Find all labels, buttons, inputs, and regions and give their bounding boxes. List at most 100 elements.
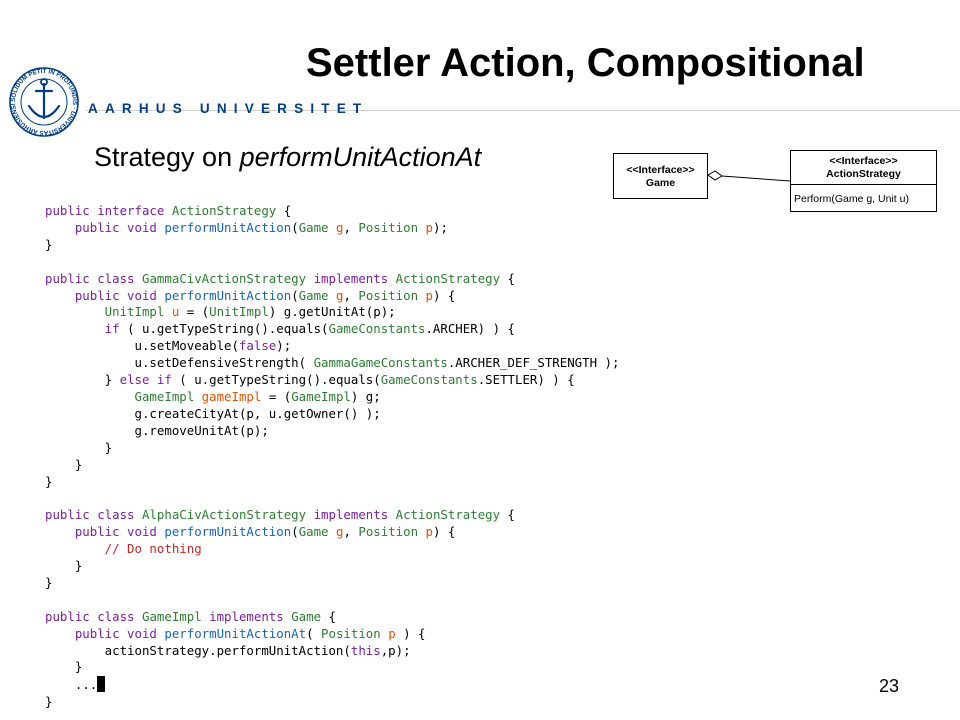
code-token: performUnitAction <box>164 524 292 540</box>
code-token: ActionStrategy <box>395 507 501 523</box>
code-token: g <box>335 219 344 235</box>
code-token: ... <box>45 677 98 693</box>
code-token: ( u.getTypeString().equals( <box>171 372 381 388</box>
uml-class-action-strategy: <<Interface>> ActionStrategy Perform(Gam… <box>790 150 937 212</box>
university-seal-icon: SOLIDUM PETIT IN PROFUNDIS · UNIVERSITAS… <box>8 66 79 137</box>
code-line: public void performUnitAction(Game g, Po… <box>45 524 456 540</box>
code-token: .SETTLER) ) { <box>477 372 575 388</box>
code-token: ActionStrategy <box>171 203 277 218</box>
code-token: public void <box>45 524 165 540</box>
slide-subtitle: Strategy on performUnitActionAt <box>94 142 481 173</box>
code-line: g.createCityAt(p, u.getOwner() ); <box>45 406 381 421</box>
code-line: } else if ( u.getTypeString().equals(Gam… <box>45 372 575 387</box>
code-line: if ( u.getTypeString().equals(GameConsta… <box>45 321 515 336</box>
slide-title: Settler Action, Compositional <box>306 41 865 85</box>
code-token: else if <box>119 372 172 388</box>
code-token: public class <box>45 507 142 523</box>
code-token: implements <box>306 270 396 286</box>
code-token: gameImpl <box>201 388 262 404</box>
code-line: public void performUnitAction(Game g, Po… <box>45 287 456 303</box>
code-token: ( <box>291 524 299 540</box>
code-line: // Do nothing <box>45 541 202 556</box>
code-line: } <box>45 575 52 590</box>
uml-class-name: ActionStrategy <box>826 168 901 180</box>
code-line: public class GammaCivActionStrategy impl… <box>45 271 515 286</box>
code-token: ) g.getUnitAt(p); <box>268 304 396 320</box>
code-line: g.removeUnitAt(p); <box>45 423 269 438</box>
code-token: g <box>335 287 344 303</box>
code-token: actionStrategy.performUnitAction( <box>45 642 351 658</box>
code-token: g <box>335 524 344 540</box>
code-token: Position <box>358 219 419 235</box>
code-token: ) { <box>395 625 426 641</box>
code-line: GameImpl gameImpl = (GameImpl) g; <box>45 389 381 404</box>
code-token <box>418 524 425 539</box>
subtitle-method: performUnitActionAt <box>239 142 482 172</box>
uml-association-line <box>707 170 791 182</box>
uml-operation: Perform(Game g, Unit u) <box>794 193 909 205</box>
code-token: public class <box>45 270 142 286</box>
code-token: public interface <box>45 203 172 218</box>
code-token: UnitImpl <box>209 304 269 320</box>
code-token <box>418 288 425 303</box>
code-token: ); <box>432 219 448 235</box>
uml-stereotype: <<Interface>> <box>829 155 898 167</box>
code-token: GammaCivActionStrategy <box>141 270 307 286</box>
code-token <box>329 524 336 539</box>
code-token: .ARCHER_DEF_STRENGTH ); <box>447 355 620 371</box>
code-token: { <box>276 203 292 218</box>
code-token: false <box>238 338 277 354</box>
code-token: } <box>45 456 83 472</box>
code-line: u.setDefensiveStrength( GammaGameConstan… <box>45 355 620 371</box>
code-line: actionStrategy.performUnitAction(this,p)… <box>45 643 411 658</box>
code-line: } <box>45 457 82 472</box>
code-token: public void <box>45 625 165 641</box>
code-line: } <box>45 694 52 709</box>
page-number: 23 <box>879 676 900 696</box>
code-token: ( <box>291 287 299 303</box>
code-token <box>194 389 201 404</box>
code-token: = ( <box>179 304 210 320</box>
subtitle-plain: Strategy on <box>94 142 240 172</box>
code-token: , <box>343 524 359 540</box>
code-token: { <box>500 507 515 523</box>
code-token: implements <box>201 608 292 624</box>
code-token: public void <box>45 219 165 235</box>
code-token: g.removeUnitAt(p); <box>45 422 269 438</box>
aggregation-diamond-icon <box>707 170 723 181</box>
code-token: } <box>45 574 53 590</box>
code-token: u.setMoveable( <box>45 338 239 354</box>
code-token: Game <box>298 219 329 235</box>
uml-class-game: <<Interface>> Game <box>613 153 708 199</box>
code-token: ); <box>276 338 292 354</box>
code-token: } <box>45 473 53 489</box>
code-token: UnitImpl <box>45 304 165 320</box>
header-divider <box>86 110 960 111</box>
code-token: Position <box>358 524 419 540</box>
code-token <box>164 304 171 319</box>
code-token: } <box>45 558 83 574</box>
uml-diagram: <<Interface>> Game <<Interface>> ActionS… <box>610 148 940 214</box>
code-token: g.createCityAt(p, u.getOwner() ); <box>45 405 381 421</box>
code-token <box>329 288 336 303</box>
uml-class-name: Game <box>645 177 676 189</box>
code-token: Game <box>298 524 329 540</box>
code-line: public interface ActionStrategy { <box>45 203 291 218</box>
code-token: p <box>425 524 433 540</box>
code-token: Game <box>291 608 322 624</box>
text-cursor-icon <box>97 676 106 693</box>
code-token: GammaGameConstants <box>313 355 448 371</box>
code-token: ) g; <box>350 388 381 404</box>
code-line: public class AlphaCivActionStrategy impl… <box>45 507 515 522</box>
code-token: } <box>45 439 113 455</box>
code-token: p <box>425 287 433 303</box>
uml-stereotype: <<Interface>> <box>626 164 695 176</box>
code-token: GameConstants <box>380 372 478 388</box>
code-token: GameImpl <box>141 608 202 624</box>
code-token <box>329 220 336 235</box>
code-token <box>418 220 425 235</box>
code-line: ... <box>45 676 106 693</box>
code-token: = ( <box>261 388 292 404</box>
code-line: u.setMoveable(false); <box>45 338 292 354</box>
code-token: Position <box>321 625 381 641</box>
